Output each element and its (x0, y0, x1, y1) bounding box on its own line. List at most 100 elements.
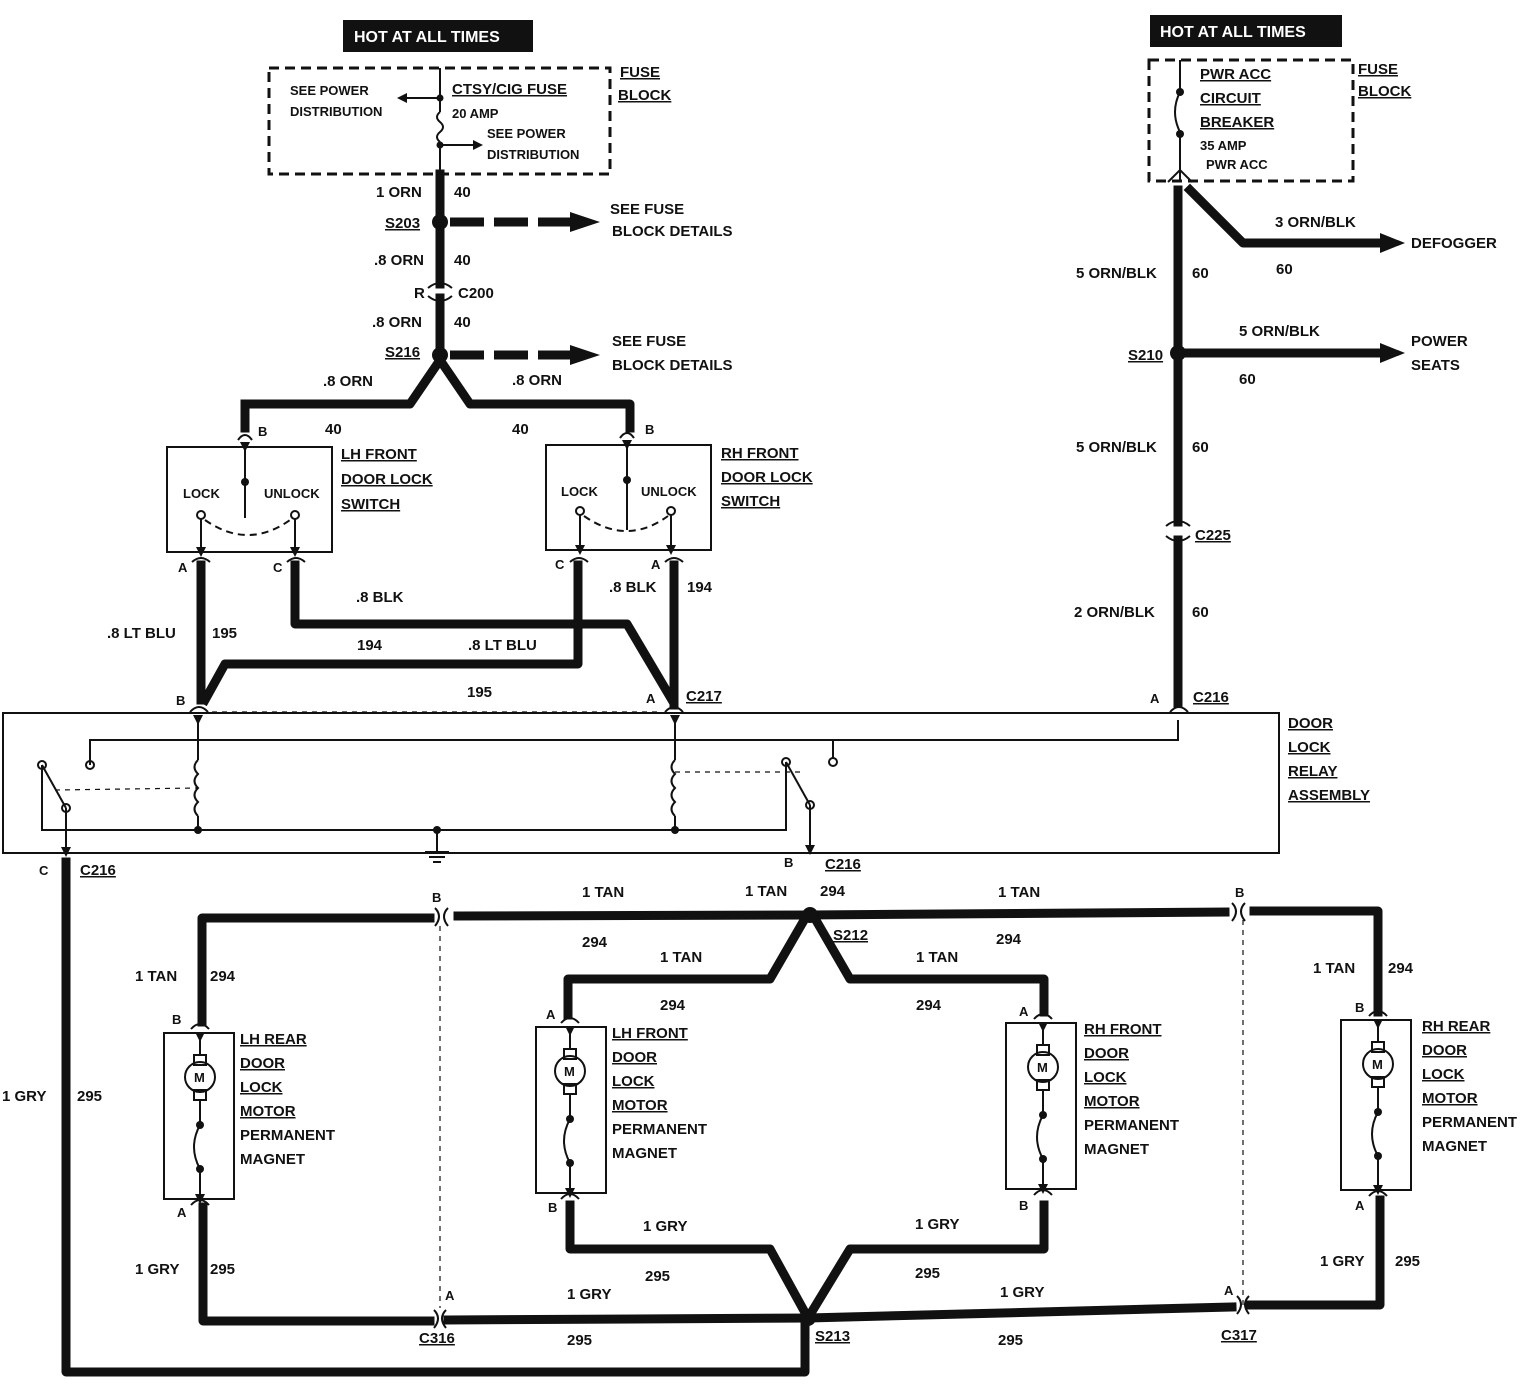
motor-label-2: DOOR (612, 1049, 657, 1066)
connector-c216-left: C216 (80, 862, 116, 879)
rh-switch-title-2: DOOR LOCK (721, 469, 813, 486)
door-lock-relay-assembly (2, 706, 1280, 863)
rh-switch-pin-a: A (651, 557, 661, 572)
connector-c316: C316 (419, 1330, 455, 1347)
motor-icon (184, 1061, 216, 1093)
motor-icon (1027, 1051, 1059, 1083)
motor-top-pin: A (546, 1007, 556, 1022)
motor-m-label: M (1037, 1060, 1048, 1075)
right-feed-wire (1165, 183, 1405, 708)
connector-c216-top: C216 (1193, 689, 1229, 706)
motor-label-1: LH REAR (240, 1031, 307, 1048)
connector-pin-a-right: A (1224, 1283, 1234, 1298)
circuit-40-c: 40 (454, 314, 471, 331)
motor-label-2: DOOR (240, 1055, 285, 1072)
motor-label-4: MOTOR (1084, 1093, 1140, 1110)
lh-switch-lock-label: LOCK (183, 486, 220, 501)
rh-switch-unlock-label: UNLOCK (641, 484, 697, 499)
splice-s213: S213 (815, 1328, 850, 1345)
motor-label-4: MOTOR (240, 1103, 296, 1120)
rh-switch-pin-c: C (555, 557, 565, 572)
wire-1-tan-c: 1 TAN (745, 883, 787, 900)
breaker-rating-35a: 35 AMP (1200, 138, 1247, 153)
motor-m-label: M (194, 1070, 205, 1085)
circuit-295-e: 295 (567, 1332, 592, 1349)
motor-label-1: RH REAR (1422, 1018, 1491, 1035)
wire-5-orn-blk-b: 5 ORN/BLK (1076, 439, 1157, 456)
lh-switch-title-1: LH FRONT (341, 446, 417, 463)
wire-5-orn-blk-a: 5 ORN/BLK (1076, 265, 1157, 282)
relay-title-3: RELAY (1288, 763, 1337, 780)
wire-1-gry-a: 1 GRY (2, 1088, 46, 1105)
circuit-60-c: 60 (1192, 604, 1209, 621)
circuit-295-f: 295 (998, 1332, 1023, 1349)
motor-m-label: M (1372, 1057, 1383, 1072)
motor-label-5: PERMANENT (1422, 1114, 1517, 1131)
see-fuse-block-details-2b: BLOCK DETAILS (612, 357, 733, 374)
circuit-295-c: 295 (645, 1268, 670, 1285)
wire-8-lt-blu: .8 LT BLU (468, 637, 537, 654)
connector-pin-b-left: B (432, 890, 441, 905)
power-seats-label: POWER (1411, 333, 1468, 350)
motor-label-6: MAGNET (1422, 1138, 1487, 1155)
circuit-60-ps: 60 (1239, 371, 1256, 388)
circuit-60-b: 60 (1192, 439, 1209, 456)
circuit-194-rh: 194 (687, 579, 713, 596)
wire-1-gry-g: 1 GRY (1320, 1253, 1364, 1270)
see-power-distribution-2: SEE POWER (487, 126, 566, 141)
motor-bottom-pin: B (1019, 1198, 1028, 1213)
ctsy-cig-fuse-label: CTSY/CIG FUSE (452, 81, 567, 98)
motor-label-3: LOCK (612, 1073, 655, 1090)
circuit-295-g: 295 (1395, 1253, 1420, 1270)
motor-label-3: LOCK (240, 1079, 283, 1096)
see-power-distribution-1: SEE POWER (290, 83, 369, 98)
wire-8-lt-blu-lh: .8 LT BLU (107, 625, 176, 642)
wire-8-orn-b: .8 ORN (372, 314, 422, 331)
motor-label-2: DOOR (1084, 1045, 1129, 1062)
motor-bottom-pin: A (1355, 1198, 1365, 1213)
motor-label-5: PERMANENT (240, 1127, 335, 1144)
connector-c217: C217 (686, 688, 722, 705)
connector-c317: C317 (1221, 1327, 1257, 1344)
connector-c216-bottom: C216 (825, 856, 861, 873)
motor-label-5: PERMANENT (612, 1121, 707, 1138)
circuit-60-defog: 60 (1276, 261, 1293, 278)
wire-1-tan-e: 1 TAN (660, 949, 702, 966)
motor-label-2: DOOR (1422, 1042, 1467, 1059)
circuit-40-b: 40 (454, 252, 471, 269)
circuit-breaker-icon (1167, 60, 1193, 183)
wire-1-gry-d: 1 GRY (915, 1216, 959, 1233)
circuit-lh-40: 40 (325, 421, 342, 438)
motor-label-6: MAGNET (612, 1145, 677, 1162)
motor-label-3: LOCK (1084, 1069, 1127, 1086)
wire-8-orn-a: .8 ORN (374, 252, 424, 269)
motor-m-label: M (564, 1064, 575, 1079)
fuse-rating-20a: 20 AMP (452, 106, 499, 121)
wire-8-blk-rh: .8 BLK (609, 579, 657, 596)
circuit-195-lh: 195 (212, 625, 237, 642)
hot-at-all-times-badge-left: HOT AT ALL TIMES (343, 20, 533, 52)
relay-pin-a-1: A (646, 691, 656, 706)
splice-s212: S212 (833, 927, 868, 944)
see-fuse-block-details-1: SEE FUSE (610, 201, 684, 218)
circuit-40-a: 40 (454, 184, 471, 201)
wire-2-orn-blk: 2 ORN/BLK (1074, 604, 1155, 621)
wire-lh-8-orn: .8 ORN (323, 373, 373, 390)
circuit-label: CIRCUIT (1200, 90, 1261, 107)
circuit-195: 195 (467, 684, 492, 701)
splice-s216: S216 (385, 344, 420, 361)
lh-switch-title-2: DOOR LOCK (341, 471, 433, 488)
lh-front-door-lock-switch (166, 434, 333, 557)
wire-1-gry-e: 1 GRY (567, 1286, 611, 1303)
rh-switch-title-1: RH FRONT (721, 445, 799, 462)
switch-to-relay-wires (191, 557, 684, 710)
power-seats-label-2: SEATS (1411, 357, 1460, 374)
circuit-294-f: 294 (916, 997, 942, 1014)
motor-label-6: MAGNET (1084, 1141, 1149, 1158)
wire-1-orn: 1 ORN (376, 184, 422, 201)
relay-pin-c: C (39, 863, 49, 878)
circuit-294-g: 294 (1388, 960, 1414, 977)
fuse-block-left-title-2: BLOCK (618, 87, 671, 104)
